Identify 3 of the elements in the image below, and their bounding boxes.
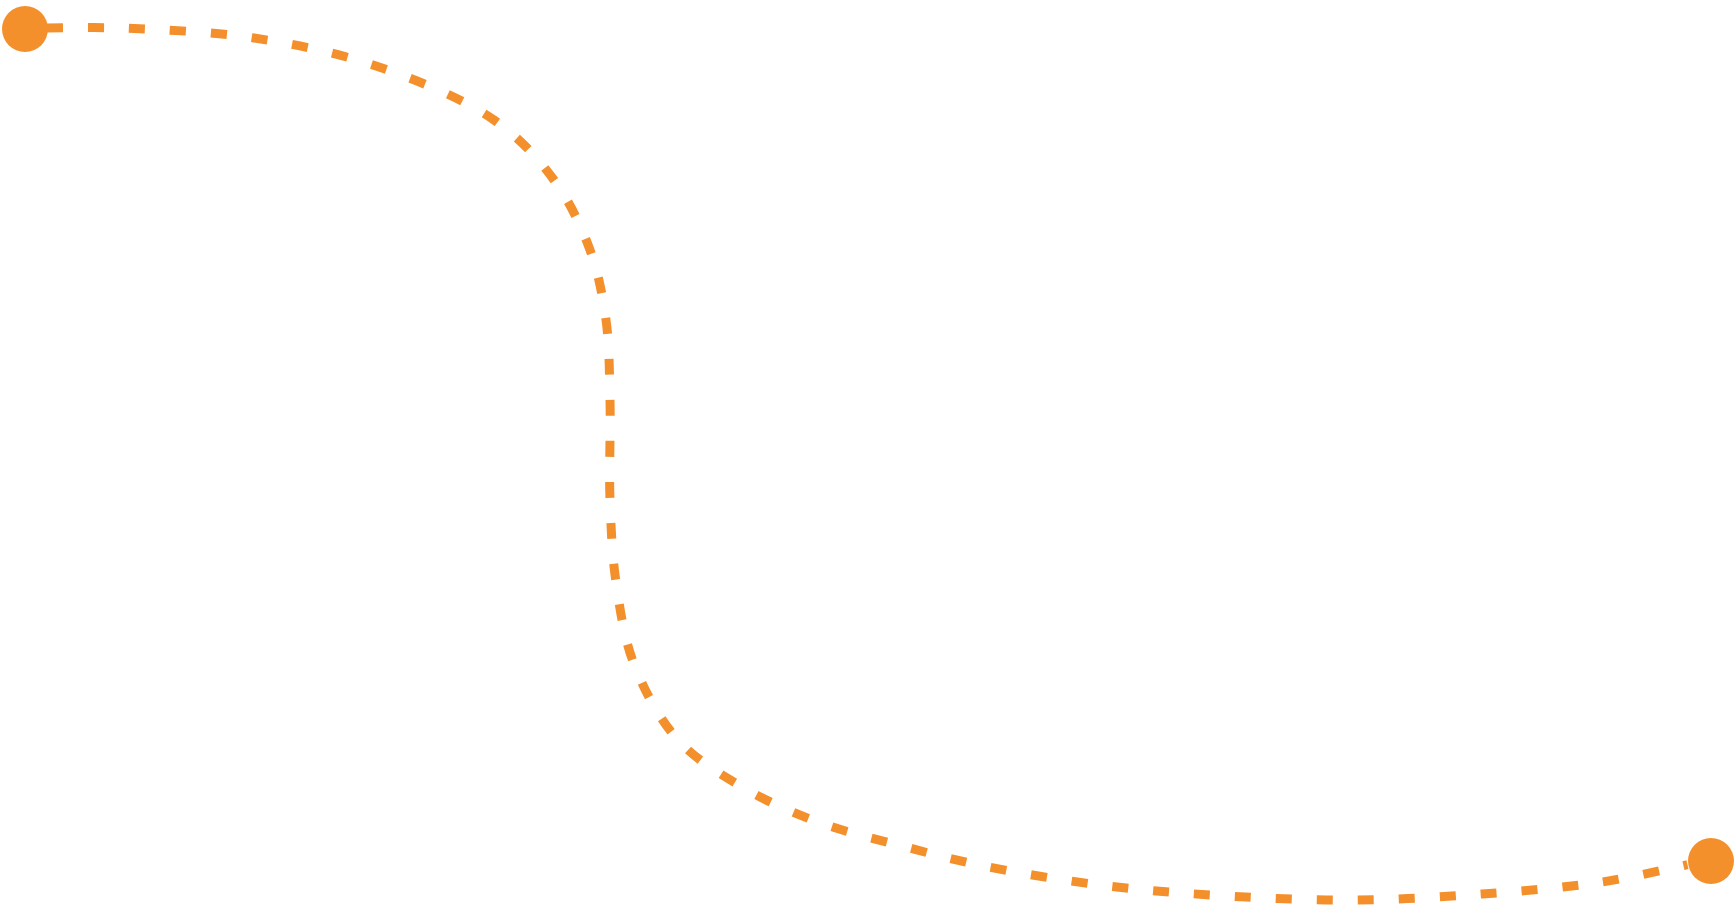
circle-node: [1, 5, 47, 51]
circle-node: [1687, 837, 1733, 883]
dashed-connector: [46, 23, 1689, 905]
